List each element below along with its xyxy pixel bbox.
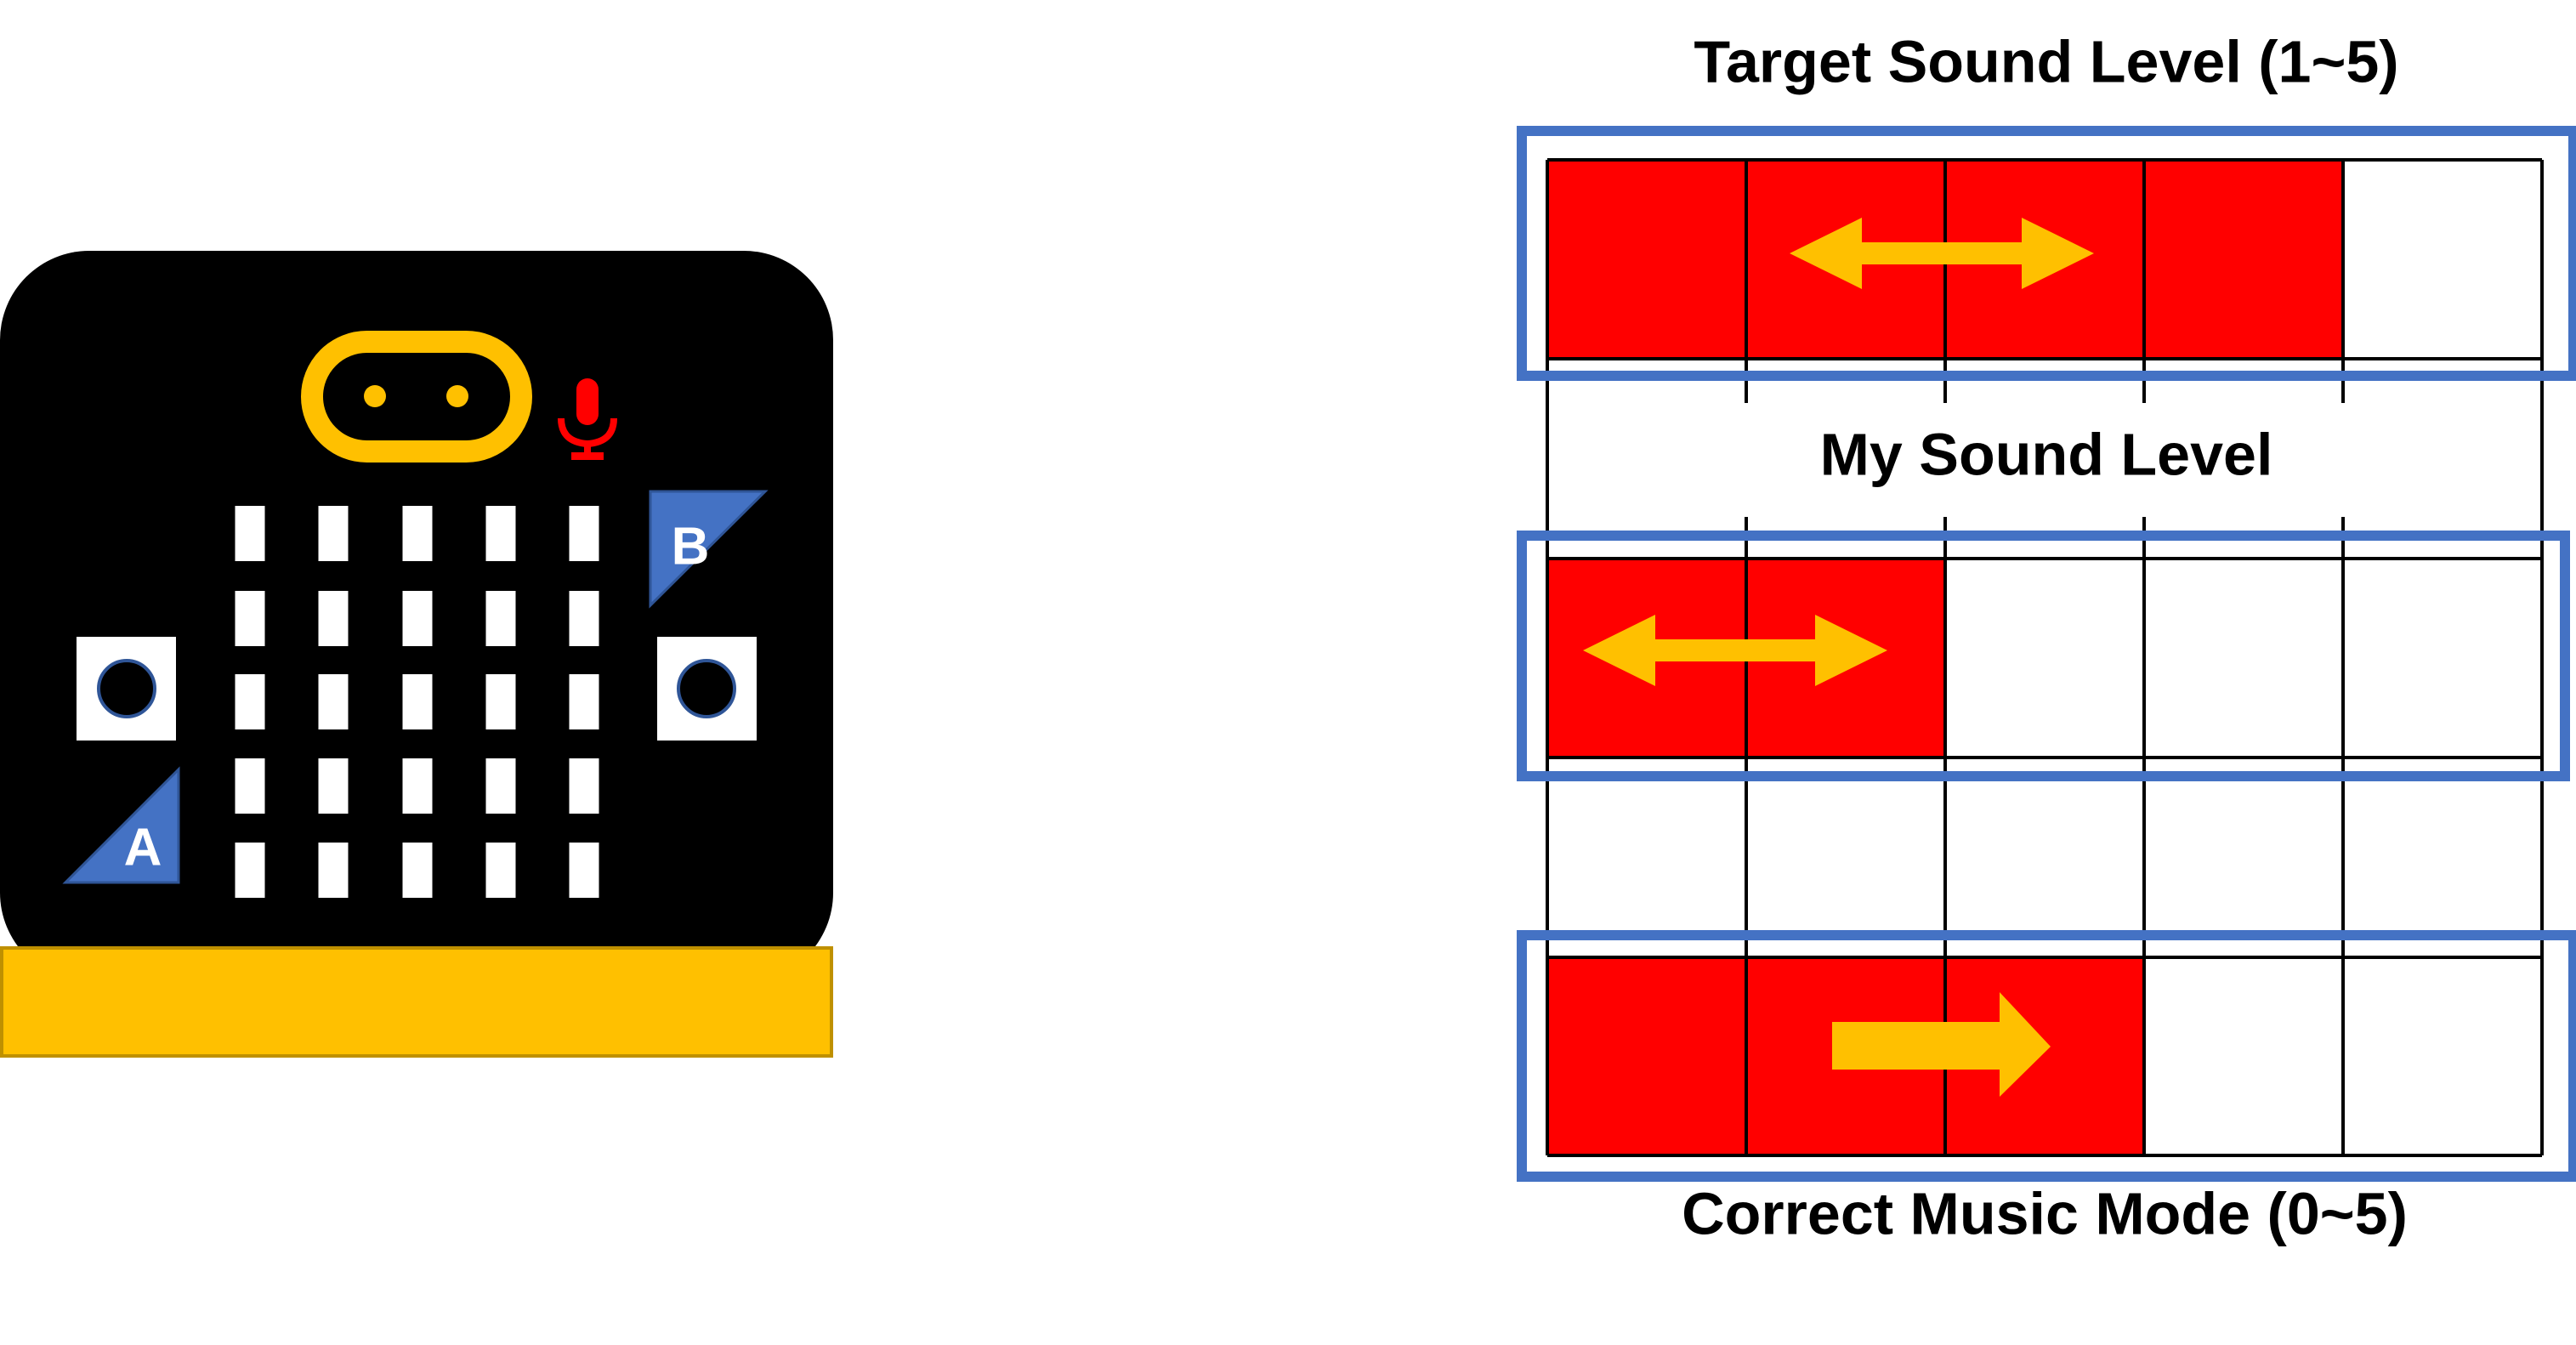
edge-connector	[0, 946, 833, 1058]
led-r2-c2	[318, 591, 349, 646]
target-level-highlight	[1517, 126, 2576, 381]
led-r5-c3	[402, 843, 433, 898]
led-display-grid: Target Sound Level (1~5) My Sound Level …	[1517, 28, 2576, 1246]
led-r3-c2	[318, 674, 349, 729]
correct-music-mode-label: Correct Music Mode (0~5)	[1682, 1180, 2408, 1246]
led-r2-c1	[235, 591, 265, 646]
led-r3-c5	[569, 674, 599, 729]
grid-cell-r3-c4	[2144, 559, 2343, 758]
music-mode-highlight	[1517, 930, 2576, 1182]
grid-cell-r4-c2	[1746, 758, 1945, 957]
grid-cell-r5-c4	[2144, 957, 2343, 1155]
pad-right-circle-icon	[677, 659, 736, 718]
label-backdrop	[1549, 403, 2540, 517]
led-r3-c1	[235, 674, 265, 729]
led-r5-c1	[235, 843, 265, 898]
double-arrow-icon	[1790, 218, 2094, 289]
button-b-label: B	[672, 517, 710, 576]
led-r2-c4	[485, 591, 516, 646]
button-a-label: A	[124, 818, 162, 877]
led-r3-c3	[402, 674, 433, 729]
led-r4-c5	[569, 758, 599, 814]
my-level-highlight	[1517, 531, 2570, 781]
led-r5-c2	[318, 843, 349, 898]
grid-cell-r4-c5	[2343, 758, 2542, 957]
my-level-arrow	[1583, 615, 1887, 686]
grid-cells	[1547, 160, 2542, 1155]
my-sound-level-label: My Sound Level	[1820, 421, 2273, 487]
grid-cell-r1-c4	[2144, 160, 2343, 359]
button-a-triangle-icon	[62, 766, 180, 884]
button-a[interactable]: A	[62, 766, 180, 884]
led-r3-c4	[485, 674, 516, 729]
grid-cell-r4-c1	[1547, 758, 1746, 957]
led-r5-c5	[569, 843, 599, 898]
grid-cell-r3-c3	[1945, 559, 2144, 758]
right-arrow-icon	[1832, 992, 2051, 1097]
microbit-board: B A	[0, 251, 833, 1058]
target-level-arrow	[1790, 218, 2094, 289]
led-r1-c5	[569, 506, 599, 561]
double-arrow-icon	[1583, 615, 1887, 686]
button-b-triangle-icon	[649, 490, 769, 609]
grid-cell-r3-c5	[2343, 559, 2542, 758]
led-r2-c5	[569, 591, 599, 646]
led-r2-c3	[402, 591, 433, 646]
led-r5-c4	[485, 843, 516, 898]
led-r1-c3	[402, 506, 433, 561]
grid-cell-r1-c5	[2343, 160, 2542, 359]
music-mode-arrow	[1832, 992, 2051, 1097]
led-r4-c2	[318, 758, 349, 814]
grid-cell-r5-c5	[2343, 957, 2542, 1155]
target-sound-level-label: Target Sound Level (1~5)	[1694, 28, 2398, 94]
grid-cell-r4-c3	[1945, 758, 2144, 957]
led-r4-c3	[402, 758, 433, 814]
led-r1-c4	[485, 506, 516, 561]
led-r1-c2	[318, 506, 349, 561]
led-r4-c1	[235, 758, 265, 814]
pad-right	[657, 637, 757, 741]
pad-left	[77, 637, 176, 741]
button-b[interactable]: B	[649, 490, 769, 609]
led-r1-c1	[235, 506, 265, 561]
microphone-icon	[558, 378, 617, 460]
grid-cell-r5-c1	[1547, 957, 1746, 1155]
grid-cell-r1-c1	[1547, 160, 1746, 359]
led-r4-c4	[485, 758, 516, 814]
led-matrix	[235, 506, 599, 898]
pad-left-circle-icon	[97, 659, 156, 718]
microbit-logo-icon	[301, 331, 532, 463]
grid-cell-r4-c4	[2144, 758, 2343, 957]
